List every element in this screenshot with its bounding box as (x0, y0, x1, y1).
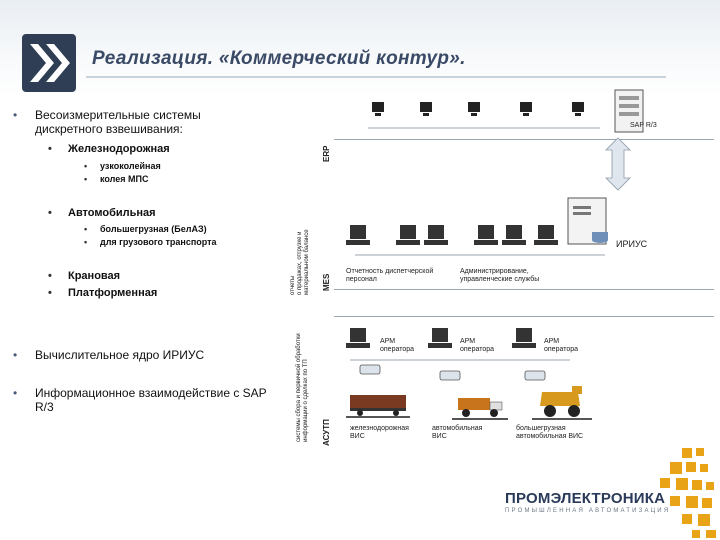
reports-label: Отчетность диспетчерской персонал (346, 268, 434, 283)
bullet-mps-gauge: •колея МПС (84, 174, 149, 184)
arm-operator-1: АРМ оператора (380, 338, 415, 353)
bullet-belaz: •большегрузная (БелАЗ) (84, 224, 207, 234)
admin-label: Администрирование, управленческие службы (460, 268, 540, 283)
mes-asutp-separator (334, 289, 714, 290)
mes-workstation-icon (346, 225, 558, 245)
slide-title: Реализация. «Коммерческий контур». (92, 48, 466, 69)
double-chevron-logo-icon (22, 34, 76, 92)
rail-wagon-icon (346, 395, 410, 418)
bullet-iris-core: •Вычислительное ядро ИРИУС (13, 348, 205, 362)
architecture-diagram: ERP MES АСУТП отчеты о продажах, отгрузк… (280, 80, 720, 460)
terminal-icon (359, 364, 546, 381)
asutp-workstation-icon (346, 328, 536, 348)
truck-icon (452, 398, 508, 420)
orange-mosaic-decoration-icon (660, 448, 716, 538)
rail-vis-label: железнодорожная ВИС (350, 425, 409, 440)
bullet-weighing-systems: • Весоизмерительные системы дискретного … (13, 108, 245, 136)
sap-server-icon (614, 89, 644, 133)
auto-vis-label: автомобильная ВИС (432, 425, 483, 440)
erp-workstation-icon (372, 102, 584, 116)
brand-name: ПРОМЭЛЕКТРОНИКА (505, 490, 666, 507)
iris-label: ИРИУС (616, 239, 648, 249)
bullet-automobile: •Автомобильная (48, 207, 156, 219)
bullet-platform: •Платформенная (48, 287, 158, 299)
exchange-arrow-icon (605, 137, 631, 191)
iris-server-icon (567, 197, 608, 245)
bullet-narrow-gauge: •узкоколейная (84, 161, 161, 171)
brand-subtitle: ПРОМЫШЛЕННАЯ АВТОМАТИЗАЦИЯ (505, 508, 671, 514)
asutp-top-separator (334, 316, 714, 317)
sap-label: SAP R/3 (630, 122, 657, 129)
bullet-railway: •Железнодорожная (48, 143, 170, 155)
bullet-dot: • (13, 108, 18, 122)
bullet-sap-integration: •Информационное взаимодействие с SAP R/3 (13, 386, 267, 414)
arm-operator-3: АРМ оператора (544, 338, 579, 353)
bullet-text: Весоизмерительные системы дискретного вз… (35, 108, 201, 136)
bullet-cargo-transport: •для грузового транспорта (84, 237, 217, 247)
bullet-crane: •Крановая (48, 270, 121, 282)
arm-operator-2: АРМ оператора (460, 338, 495, 353)
diagram-graphics (346, 89, 644, 420)
erp-mes-separator (334, 139, 714, 140)
header-background (0, 0, 720, 95)
title-rule (86, 76, 666, 78)
heavy-vis-label: большегрузная автомобильная ВИС (516, 425, 584, 440)
haul-truck-icon (532, 386, 592, 420)
